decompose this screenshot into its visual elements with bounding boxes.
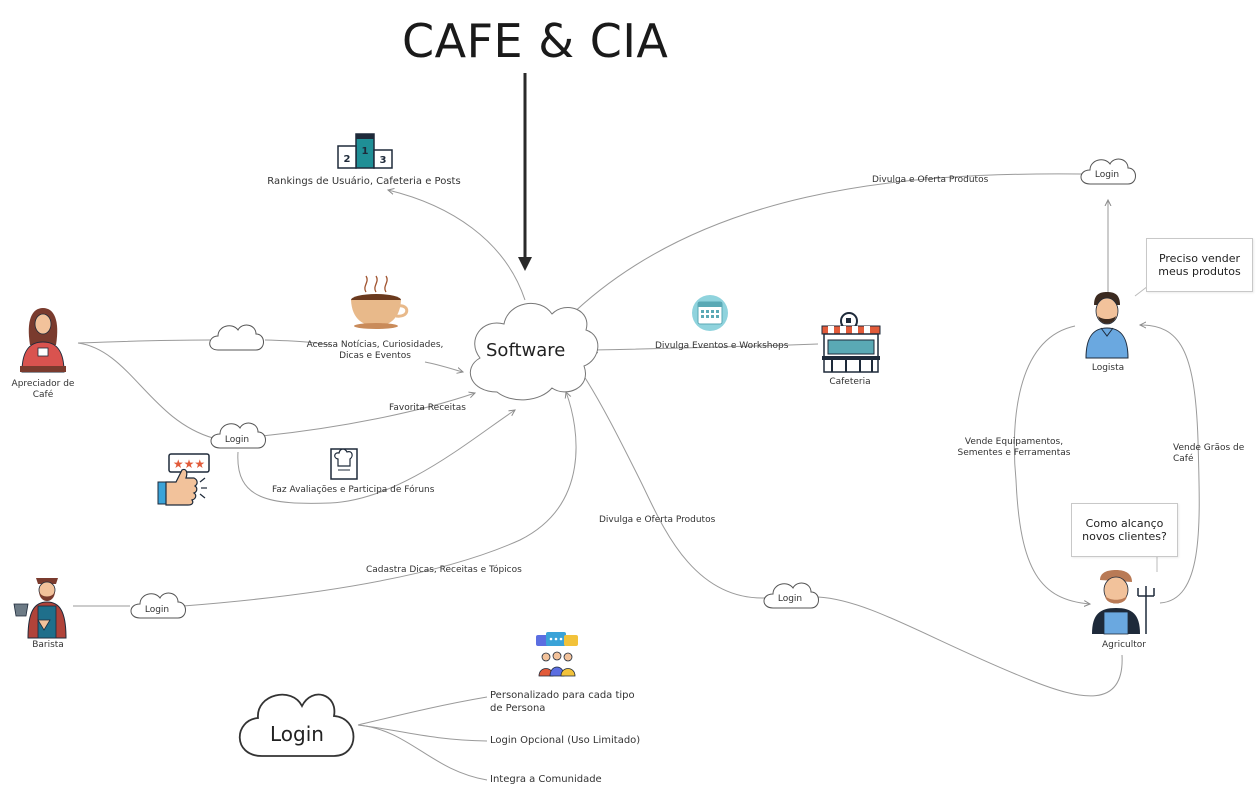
edge-feature-2 <box>357 724 488 742</box>
edge-apreciador-login <box>77 342 214 439</box>
page-title: CAFE & CIA <box>402 14 669 68</box>
software-cloud <box>469 303 599 401</box>
divulga-oferta-top-label: Divulga e Oferta Produtos <box>872 175 989 185</box>
cloud-login-logista <box>1080 158 1136 185</box>
rankings-label: Rankings de Usuário, Cafeteria e Posts <box>267 176 461 187</box>
edge-vende-equip <box>1013 325 1090 604</box>
divulga-oferta-bottom-label: Divulga e Oferta Produtos <box>599 515 716 525</box>
svg-text:★★★: ★★★ <box>173 457 205 471</box>
cloud-login-barista <box>130 592 186 619</box>
avaliacoes-label: Faz Avaliações e Participa de Fóruns <box>272 485 435 495</box>
edge-vende-graos <box>1140 325 1200 604</box>
cadastra-label: Cadastra Dicas, Receitas e Tópicos <box>366 565 522 575</box>
big-login-label[interactable]: Login <box>270 722 324 746</box>
logista-label: Logista <box>1091 363 1125 373</box>
recipe-book-icon <box>330 448 358 480</box>
cafeteria-label: Cafeteria <box>829 377 871 387</box>
software-label: Software <box>486 340 566 361</box>
login-feature-1: Personalizado para cada tipo de Persona <box>490 690 635 714</box>
barista-label: Barista <box>32 640 64 650</box>
edge-cadastra <box>182 392 577 607</box>
favorita-label: Favorita Receitas <box>389 403 466 413</box>
cloud-login-agricultor <box>763 582 819 609</box>
divulga-eventos-label: Divulga Eventos e Workshops <box>655 341 789 351</box>
podium-number-3: 3 <box>380 155 387 166</box>
logista-speech-bubble: Preciso vender meus produtos <box>1146 238 1253 292</box>
community-chat-icon <box>536 632 578 677</box>
podium-number-2: 2 <box>344 154 351 165</box>
edge-acessa-2 <box>424 361 463 372</box>
login-agricultor-label[interactable]: Login <box>777 594 803 604</box>
edge-cafeteria <box>592 343 819 350</box>
podium-number-1: 1 <box>362 146 369 157</box>
agricultor-label: Agricultor <box>1102 640 1146 650</box>
edge-avaliacoes <box>237 410 515 504</box>
edge-divulga-top <box>568 173 1083 318</box>
agricultor-speech-bubble: Como alcanço novos clientes? <box>1071 503 1178 557</box>
edge-rankings <box>388 190 526 301</box>
cafe-building-icon <box>821 312 881 373</box>
login-feature-3: Integra a Comunidade <box>490 774 602 785</box>
edge-feature-1 <box>357 696 488 726</box>
cloud-big-login <box>238 693 355 757</box>
acessa-label: Acessa Notícias, Curiosidades, Dicas e E… <box>306 340 444 362</box>
agricultor-avatar <box>1092 570 1155 635</box>
apreciador-avatar <box>20 308 66 373</box>
vende-equip-label: Vende Equipamentos, Sementes e Ferrament… <box>957 437 1071 459</box>
barista-avatar <box>13 578 67 639</box>
vende-graos-label: Vende Grãos de Café <box>1173 443 1245 465</box>
login-apreciador-label[interactable]: Login <box>224 435 250 445</box>
apreciador-label: Apreciador de Café <box>11 379 75 401</box>
connectors <box>73 73 1200 781</box>
cloud-apreciador-top <box>209 324 264 351</box>
login-feature-2: Login Opcional (Uso Limitado) <box>490 735 641 746</box>
edge-apreciador-cloud <box>77 339 211 344</box>
edge-favorita <box>261 393 475 437</box>
coffee-cup-icon <box>351 275 409 329</box>
rating-thumbs-up-icon: ★★★ <box>157 453 210 506</box>
calendar-icon <box>692 295 728 331</box>
cloud-login-apreciador <box>210 422 266 449</box>
login-barista-label[interactable]: Login <box>144 605 170 615</box>
edge-feature-3 <box>357 724 488 781</box>
edge-divulga-bottom <box>580 370 766 599</box>
login-logista-label[interactable]: Login <box>1094 170 1120 180</box>
edge-agricultor-login <box>817 596 1123 697</box>
podium-icon: 2 1 3 <box>337 133 393 169</box>
edge-acessa <box>264 339 331 346</box>
logista-avatar <box>1085 292 1129 359</box>
